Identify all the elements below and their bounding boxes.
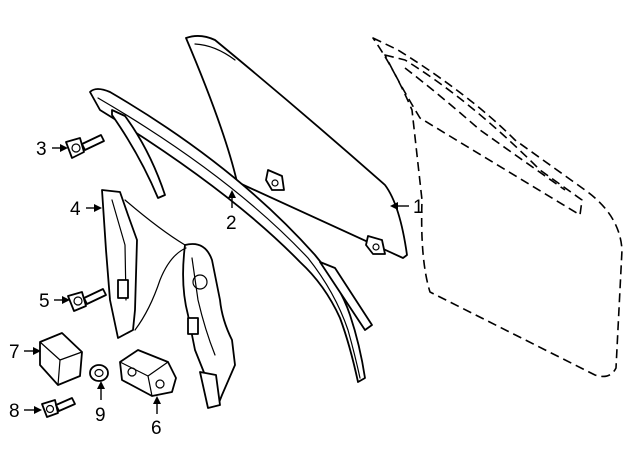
callout-4: 4 [70, 199, 81, 220]
window-regulator [101, 189, 236, 409]
glass-run-channel [89, 88, 373, 383]
door-outline [372, 37, 623, 378]
window-motor [119, 349, 177, 397]
bolt-8 [41, 397, 76, 418]
grommet [89, 364, 109, 382]
leader-lines [24, 144, 409, 414]
callout-9: 9 [95, 405, 106, 426]
callout-3: 3 [36, 139, 47, 160]
callout-7: 7 [9, 342, 20, 363]
bolt-5 [67, 288, 107, 312]
callout-6: 6 [151, 418, 162, 439]
callout-1: 1 [413, 197, 424, 218]
door-glass [185, 35, 408, 259]
callout-labels: 1 2 3 4 5 6 7 8 9 [9, 139, 424, 439]
motor-connector [39, 332, 83, 386]
callout-2: 2 [226, 213, 237, 234]
callout-5: 5 [39, 291, 50, 312]
bolt-3 [65, 134, 105, 159]
callout-8: 8 [9, 401, 20, 422]
